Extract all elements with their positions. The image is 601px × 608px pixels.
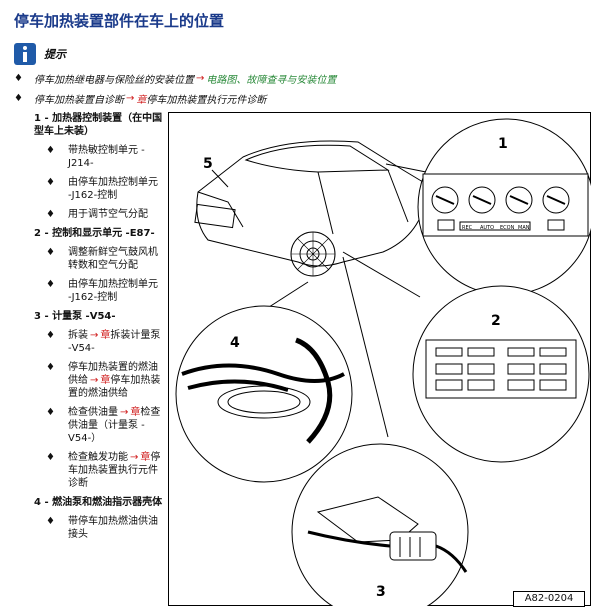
callout-3-detail xyxy=(291,443,469,606)
callout-4-detail xyxy=(175,305,353,483)
link-wiring-diagrams[interactable]: 电路图、故障查寻与安装位置 xyxy=(206,74,337,86)
legend-item-title: 2 - 控制和显示单元 -E87- xyxy=(34,228,155,239)
bullet-diamond-icon: ♦ xyxy=(14,72,23,84)
chapter-link[interactable]: 章 xyxy=(136,94,147,106)
legend-sub: ♦ 停车加热装置的燃油供给→章停车加热装置的燃油供给 xyxy=(46,361,164,400)
legend-sub: ♦ 带停车加热燃油供油接头 xyxy=(46,515,164,541)
parts-legend: 1 - 加热器控制装置（在中国型车上未装） ♦ 带热敏控制单元 -J214- ♦ 由… xyxy=(34,112,164,547)
legend-sub-text: 由停车加热控制单元 -J162-控制 xyxy=(68,279,158,303)
chapter-link[interactable]: 章 xyxy=(130,407,141,418)
legend-sub-text: 停车加热装置的燃油供给→章停车加热装置的燃油供给 xyxy=(68,362,161,399)
bullet-diamond-icon: ♦ xyxy=(46,516,55,527)
info-icon xyxy=(14,43,36,65)
arrow-right-icon: → xyxy=(196,72,205,84)
legend-sub: ♦ 带热敏控制单元 -J214- xyxy=(46,144,164,170)
bullet-diamond-icon: ♦ xyxy=(46,407,55,418)
callout-2-detail xyxy=(412,285,590,463)
chapter-link[interactable]: 章 xyxy=(140,452,151,463)
legend-item-3: 3 - 计量泵 -V54- ♦ 拆装→章拆装计量泵 -V54- ♦ 停车加热装置的燃… xyxy=(34,310,164,490)
arrow-right-icon: → xyxy=(120,407,129,418)
legend-sub: ♦ 由停车加热控制单元 -J162-控制 xyxy=(46,278,164,304)
callout-numbers: 5 1 2 4 3 xyxy=(203,136,508,600)
chapter-link[interactable]: 章 xyxy=(100,330,111,341)
panel-label: REC xyxy=(462,225,473,231)
legend-sub-text: 带热敏控制单元 -J214- xyxy=(68,145,145,169)
callout-number-1: 1 xyxy=(498,136,508,152)
hint-row: 提示 xyxy=(14,41,66,67)
bullet-diamond-icon: ♦ xyxy=(46,177,55,188)
bullet-diamond-icon: ♦ xyxy=(46,452,55,463)
legend-item-title: 3 - 计量泵 -V54- xyxy=(34,311,116,322)
arrow-right-icon: → xyxy=(90,330,99,341)
callout-lines xyxy=(211,163,427,438)
bullet-text: 停车加热继电器与保险丝的安装位置 xyxy=(34,74,194,86)
legend-sub-text: 检查供油量→章检查供油量（计量泵 -V54-） xyxy=(68,407,161,444)
legend-item-1: 1 - 加热器控制装置（在中国型车上未装） ♦ 带热敏控制单元 -J214- ♦ 由… xyxy=(34,112,164,221)
panel-label: AUTO xyxy=(480,225,494,231)
legend-item-title: 4 - 燃油泵和燃油指示器壳体 xyxy=(34,497,163,508)
bullet-diamond-icon: ♦ xyxy=(46,330,55,341)
hint-bullet-2: ♦ 停车加热装置自诊断 → 章 停车加热装置执行元件诊断 xyxy=(14,88,594,108)
legend-sub-text: 检查触发功能→章停车加热装置执行元件诊断 xyxy=(68,452,161,489)
legend-sub-text: 拆装→章拆装计量泵 -V54- xyxy=(68,330,161,354)
panel-label: MAN xyxy=(518,225,530,231)
figure-code: A82-0204 xyxy=(513,591,585,607)
arrow-right-icon: → xyxy=(90,375,99,386)
legend-sub: ♦ 用于调节空气分配 xyxy=(46,208,164,221)
bullet-diamond-icon: ♦ xyxy=(14,92,23,104)
legend-item-title: 1 - 加热器控制装置（在中国型车上未装） xyxy=(34,113,163,137)
bullet-diamond-icon: ♦ xyxy=(46,209,55,220)
bullet-diamond-icon: ♦ xyxy=(46,145,55,156)
chapter-link[interactable]: 章 xyxy=(100,375,111,386)
callout-number-3: 3 xyxy=(376,584,386,600)
callout-number-5: 5 xyxy=(203,156,213,172)
legend-sub-text: 带停车加热燃油供油接头 xyxy=(68,516,158,540)
panel-label: ECON xyxy=(500,225,515,231)
page-title: 停车加热装置部件在车上的位置 xyxy=(14,12,225,30)
panel-button-labels: REC AUTO ECON MAN xyxy=(462,225,530,231)
bullet-diamond-icon: ♦ xyxy=(46,362,55,373)
arrow-right-icon: → xyxy=(130,452,139,463)
callout-number-4: 4 xyxy=(230,335,240,351)
bullet-diamond-icon: ♦ xyxy=(46,247,55,258)
legend-sub: ♦ 检查触发功能→章停车加热装置执行元件诊断 xyxy=(46,451,164,490)
legend-sub-text: 由停车加热控制单元 -J162-控制 xyxy=(68,177,158,201)
bullet-diamond-icon: ♦ xyxy=(46,279,55,290)
legend-sub: ♦ 由停车加热控制单元 -J162-控制 xyxy=(46,176,164,202)
callout-number-2: 2 xyxy=(491,313,501,329)
car-illustration xyxy=(194,140,427,277)
legend-sub: ♦ 拆装→章拆装计量泵 -V54- xyxy=(46,329,164,355)
legend-sub-text: 用于调节空气分配 xyxy=(68,209,148,220)
arrow-right-icon: → xyxy=(126,92,135,104)
legend-sub-text: 调整新鲜空气鼓风机转数和空气分配 xyxy=(68,247,158,271)
bullet-text-rest: 停车加热装置执行元件诊断 xyxy=(146,94,267,106)
legend-sub: ♦ 调整新鲜空气鼓风机转数和空气分配 xyxy=(46,246,164,272)
callout-1-detail xyxy=(417,118,591,296)
bullet-text: 停车加热装置自诊断 xyxy=(34,94,124,106)
legend-sub: ♦ 检查供油量→章检查供油量（计量泵 -V54-） xyxy=(46,406,164,445)
component-location-drawing: 5 1 2 4 3 REC AUTO ECON MAN xyxy=(168,112,591,606)
legend-item-2: 2 - 控制和显示单元 -E87- ♦ 调整新鲜空气鼓风机转数和空气分配 ♦ 由停车… xyxy=(34,227,164,304)
hint-label: 提示 xyxy=(44,48,66,61)
legend-item-4: 4 - 燃油泵和燃油指示器壳体 ♦ 带停车加热燃油供油接头 xyxy=(34,496,164,541)
hint-bullets: ♦ 停车加热继电器与保险丝的安装位置 → 电路图、故障查寻与安装位置 ♦ 停车加… xyxy=(14,68,594,108)
hint-bullet-1: ♦ 停车加热继电器与保险丝的安装位置 → 电路图、故障查寻与安装位置 xyxy=(14,68,594,88)
